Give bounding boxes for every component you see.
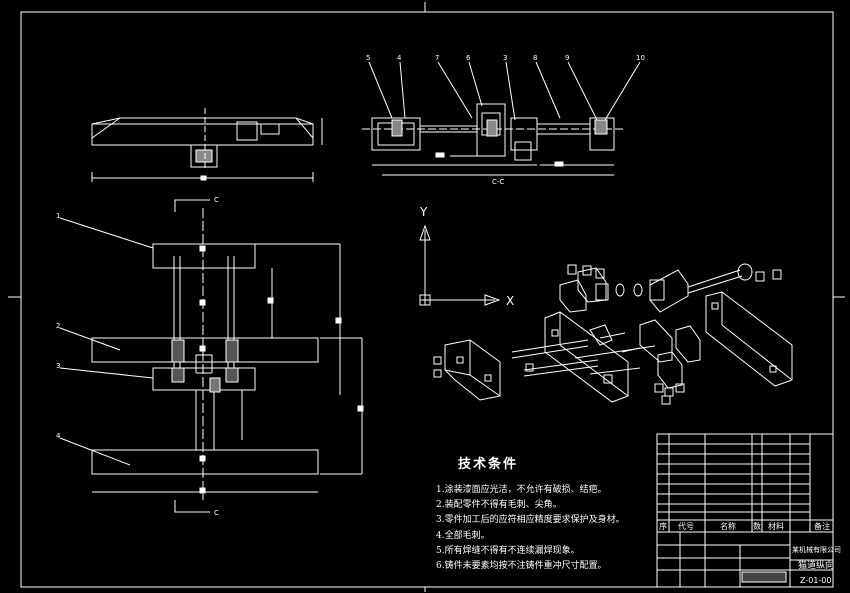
tb-col-name: 名称 — [720, 521, 736, 531]
exploded-isometric-view — [433, 263, 793, 405]
callout-left-4: 4 — [56, 432, 61, 440]
tech-req-item: 1.涂装漆面应光洁，不允许有破损、结疤。 — [436, 485, 607, 495]
tech-req-title: 技术条件 — [458, 457, 519, 472]
tb-company: 某机械有限公司 — [792, 545, 841, 554]
section-view-cc — [362, 61, 641, 176]
callout-7: 7 — [435, 54, 439, 62]
tech-req-item: 5.所有焊缝不得有不连续漏焊现象。 — [436, 545, 580, 556]
side-view-top — [91, 108, 323, 182]
tech-req-item: 3.零件加工后的应符相应精度要求保护及身材。 — [436, 515, 625, 526]
callout-left-3: 3 — [56, 362, 60, 370]
callout-left-1: 1 — [56, 212, 60, 220]
section-label: C-C — [492, 178, 504, 186]
tb-col-qty: 数 — [753, 521, 761, 531]
callout-10: 10 — [636, 54, 645, 62]
drawing-frame — [20, 11, 834, 588]
tb-drawing-title: 猫道纵向 — [798, 559, 834, 571]
callout-left-2: 2 — [56, 322, 60, 330]
ucs-axis-gizmo — [419, 224, 501, 306]
callout-3: 3 — [503, 54, 507, 62]
tb-col-remark: 备注 — [814, 521, 830, 531]
tech-req-list: 1.涂装漆面应光洁，不允许有破损、结疤。 2.装配零件不得有毛刺、尖角。 3.零… — [436, 483, 625, 574]
tb-col-code: 代号 — [678, 521, 694, 531]
section-marker-bottom: C — [214, 509, 219, 517]
tech-req-item: 2.装配零件不得有毛刺、尖角。 — [436, 500, 562, 511]
tb-col-material: 材料 — [768, 521, 784, 531]
tb-col-seq: 序 — [659, 521, 667, 531]
section-marker-top: C — [214, 196, 219, 204]
callout-5: 5 — [366, 54, 370, 62]
tech-req-item: 6.铸件未要素均按不注铸件重冲尺寸配置。 — [436, 561, 607, 572]
callout-8: 8 — [533, 54, 537, 62]
callout-9: 9 — [565, 54, 569, 62]
callout-6: 6 — [466, 54, 471, 62]
callout-4: 4 — [397, 54, 402, 62]
axis-y-label: Y — [419, 205, 428, 219]
tb-drawing-number: Z-01-00 — [800, 576, 831, 585]
axis-x-label: X — [506, 294, 514, 308]
title-block — [656, 433, 834, 588]
front-view-main — [59, 199, 364, 513]
tech-req-item: 4.全部毛刺。 — [436, 530, 490, 541]
